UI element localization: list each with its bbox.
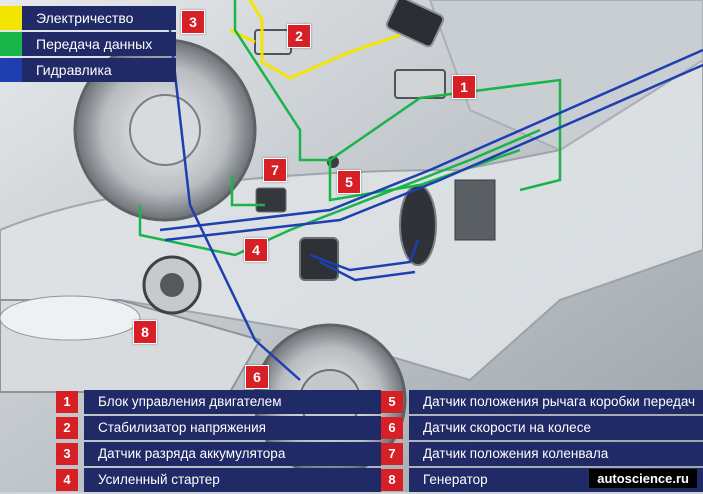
key-number: 2 [56, 417, 78, 439]
legend-swatch-blue [0, 58, 22, 82]
key-label: Датчик положения коленвала [409, 442, 703, 466]
key-item: 6 Датчик скорости на колесе [381, 416, 703, 440]
key-number: 3 [56, 443, 78, 465]
key-number: 5 [381, 391, 403, 413]
voltage-stabilizer [254, 29, 292, 55]
key-number: 7 [381, 443, 403, 465]
key-row: 1 Блок управления двигателем 5 Датчик по… [56, 390, 703, 414]
key-label: Стабилизатор напряжения [84, 416, 381, 440]
legend-label: Гидравлика [22, 58, 176, 82]
marker-7: 7 [263, 158, 287, 182]
key-row: 3 Датчик разряда аккумулятора 7 Датчик п… [56, 442, 703, 466]
marker-6: 6 [245, 365, 269, 389]
marker-5: 5 [337, 170, 361, 194]
legend-item-data: Передача данных [0, 32, 176, 56]
legend-label: Передача данных [22, 32, 176, 56]
marker-8: 8 [133, 320, 157, 344]
hydraulic-lines [159, 29, 703, 381]
key-number: 6 [381, 417, 403, 439]
key-item: 3 Датчик разряда аккумулятора [56, 442, 381, 466]
marker-4: 4 [244, 238, 268, 262]
key-row: 4 Усиленный стартер 8 Генератор [56, 468, 703, 492]
legend-label: Электричество [22, 6, 176, 30]
key-number: 1 [56, 391, 78, 413]
crankshaft-sensor [255, 187, 287, 213]
key-item: 4 Усиленный стартер [56, 468, 381, 492]
pedal-assembly [454, 179, 496, 241]
legend-swatch-green [0, 32, 22, 56]
engine-control-unit [394, 69, 446, 99]
generator-core [160, 273, 184, 297]
legend-swatch-yellow [0, 6, 22, 30]
key-number: 4 [56, 469, 78, 491]
battery-sensor-device [385, 0, 445, 48]
electric-wires [229, 0, 401, 80]
component-key: 1 Блок управления двигателем 5 Датчик по… [56, 390, 703, 494]
key-number: 8 [381, 469, 403, 491]
marker-2: 2 [287, 24, 311, 48]
key-label: Датчик скорости на колесе [409, 416, 703, 440]
marker-1: 1 [452, 75, 476, 99]
brake-booster [399, 184, 437, 266]
key-label: Блок управления двигателем [84, 390, 381, 414]
key-label: Усиленный стартер [84, 468, 381, 492]
watermark: autoscience.ru [589, 469, 697, 488]
key-item: 2 Стабилизатор напряжения [56, 416, 381, 440]
marker-3: 3 [181, 10, 205, 34]
key-item: 7 Датчик положения коленвала [381, 442, 703, 466]
key-item: 5 Датчик положения рычага коробки переда… [381, 390, 703, 414]
legend-item-hydraulics: Гидравлика [0, 58, 176, 82]
key-label: Датчик разряда аккумулятора [84, 442, 381, 466]
key-item: 1 Блок управления двигателем [56, 390, 381, 414]
key-row: 2 Стабилизатор напряжения 6 Датчик скоро… [56, 416, 703, 440]
legend-item-electricity: Электричество [0, 6, 176, 30]
legend: Электричество Передача данных Гидравлика [0, 6, 176, 84]
headlight [0, 295, 141, 341]
key-label: Датчик положения рычага коробки передач [409, 390, 703, 414]
rear-wheel-hub [129, 94, 201, 166]
